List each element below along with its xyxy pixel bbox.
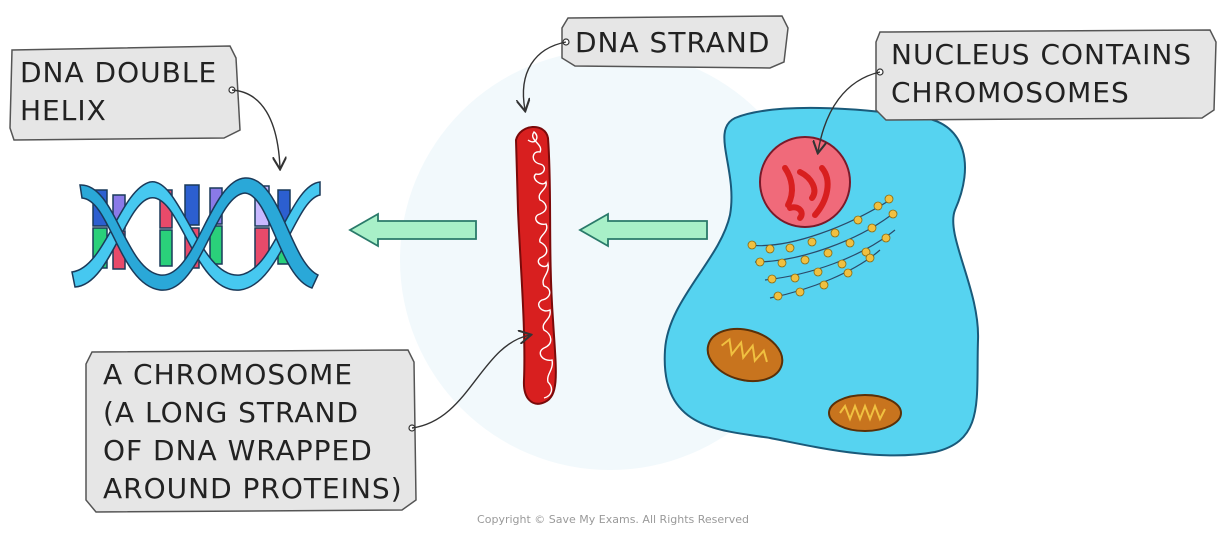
cell-illustration — [663, 106, 980, 457]
label-dna-double-helix-line-1: DNA DOUBLE — [20, 56, 217, 89]
mitochondrion-2 — [828, 394, 902, 432]
label-nucleus-line-1: NUCLEUS CONTAINS — [891, 38, 1192, 71]
label-dna-double-helix: DNA DOUBLE HELIX — [9, 45, 280, 168]
label-nucleus: NUCLEUS CONTAINS CHROMOSOMES — [818, 29, 1217, 152]
helix-backbone-1 — [71, 181, 321, 291]
nucleus-chromosomes — [782, 165, 831, 221]
nucleus — [759, 136, 851, 228]
mitochondrion-1 — [706, 327, 784, 383]
label-dna-double-helix-line-2: HELIX — [20, 94, 107, 127]
helix-backbone-2 — [79, 177, 319, 291]
arrow-cell-to-chromosome — [578, 212, 708, 248]
label-chromosome-line-4: AROUND PROTEINS) — [103, 472, 403, 505]
label-chromosome: A CHROMOSOME (A LONG STRAND OF DNA WRAPP… — [85, 335, 530, 513]
dna-double-helix-illustration — [71, 177, 321, 291]
label-chromosome-line-3: OF DNA WRAPPED — [103, 434, 373, 467]
label-chromosome-line-1: A CHROMOSOME — [103, 358, 353, 391]
copyright-notice: Copyright © Save My Exams. All Rights Re… — [477, 513, 749, 526]
arrow-chromosome-to-helix — [348, 212, 477, 248]
label-chromosome-line-2: (A LONG STRAND — [103, 396, 359, 429]
label-nucleus-line-2: CHROMOSOMES — [891, 76, 1130, 109]
dna-coil — [527, 131, 554, 399]
label-dna-strand-text: DNA STRAND — [575, 26, 770, 59]
label-dna-strand: DNA STRAND — [523, 15, 789, 110]
ribosomes — [747, 194, 898, 301]
